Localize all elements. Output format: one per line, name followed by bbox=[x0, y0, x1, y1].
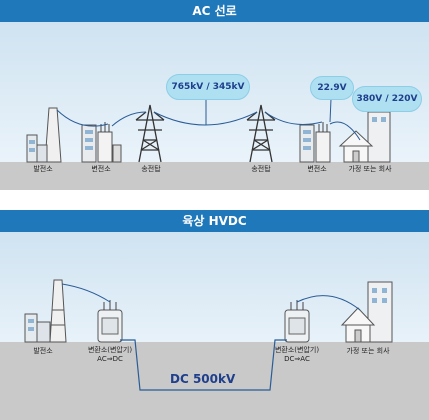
ac-home-voltage-bubble: 380V / 220V bbox=[352, 86, 422, 112]
hvdc-converter-icon-1 bbox=[97, 300, 123, 343]
hvdc-label-power-plant: 발전소 bbox=[33, 347, 53, 355]
ac-transmission-wires bbox=[56, 109, 361, 141]
hvdc-panel-title: 육상 HVDC bbox=[0, 210, 429, 232]
ac-transmission-voltage-bubble: 765kV / 345kV bbox=[166, 74, 250, 100]
ac-label-substation-2: 변전소 bbox=[307, 165, 327, 173]
hvdc-label-converter-1: 변환소(변압기) bbox=[87, 346, 133, 354]
ac-tower-icon-1 bbox=[135, 104, 165, 163]
hvdc-home-company-icon bbox=[340, 281, 393, 343]
ac-ground bbox=[0, 162, 429, 190]
ac-line-panel: AC 선로 bbox=[0, 0, 429, 190]
hvdc-underground-cable bbox=[120, 339, 287, 391]
hvdc-label-converter-2: 변환소(변압기) bbox=[274, 346, 320, 354]
ac-label-power-plant: 발전소 bbox=[33, 165, 53, 173]
hvdc-label-converter-2-sub: DC⇒AC bbox=[284, 355, 310, 363]
hvdc-cable-voltage: DC 500kV bbox=[170, 372, 236, 386]
voltage-pointers bbox=[205, 98, 332, 125]
ac-substation-icon-1 bbox=[81, 122, 122, 163]
ac-distribution-voltage-bubble: 22.9V bbox=[310, 76, 354, 100]
hvdc-overhead-wires bbox=[61, 283, 361, 311]
ac-power-plant-icon bbox=[26, 107, 62, 163]
ac-substation-icon-2 bbox=[299, 122, 331, 163]
hvdc-label-converter-1-sub: AC⇒DC bbox=[97, 355, 123, 363]
hvdc-panel: 육상 HVDC bbox=[0, 210, 429, 420]
hvdc-ground bbox=[0, 342, 429, 420]
ac-illustration bbox=[26, 98, 391, 163]
ac-label-tower-1: 송전탑 bbox=[141, 165, 161, 173]
ac-tower-icon-2 bbox=[246, 104, 276, 163]
hvdc-label-home-company: 가정 또는 회사 bbox=[346, 347, 390, 355]
ac-label-tower-2: 송전탑 bbox=[251, 165, 271, 173]
ac-home-company-icon bbox=[338, 111, 391, 163]
hvdc-power-plant-icon bbox=[24, 279, 67, 343]
ac-panel-title: AC 선로 bbox=[0, 0, 429, 22]
hvdc-converter-icon-2 bbox=[284, 300, 310, 343]
hvdc-illustration bbox=[24, 279, 393, 391]
ac-label-substation-1: 변전소 bbox=[91, 165, 111, 173]
ac-label-home-company: 가정 또는 회사 bbox=[348, 165, 392, 173]
